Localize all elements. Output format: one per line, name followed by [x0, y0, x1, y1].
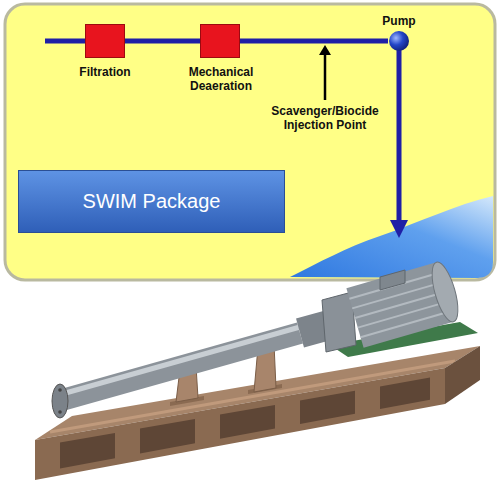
package-box: SWIM Package: [18, 170, 285, 233]
discharge-arrowhead: [390, 220, 408, 238]
water-surface: [290, 196, 493, 278]
pump-tube: [62, 333, 300, 400]
skid-cutout: [60, 433, 115, 468]
skid-cutout: [140, 419, 195, 454]
feed-line: [45, 39, 86, 44]
node-text: SWIM Package: [83, 190, 221, 213]
pipe-connector: [240, 39, 388, 44]
injection-arrow: [324, 53, 327, 100]
skid-end: [445, 346, 480, 404]
motor-fin: [361, 311, 451, 337]
motor-fin: [352, 282, 442, 308]
flange-bolt: [58, 410, 62, 414]
callout-label: Scavenger/Biocide Injection Point: [262, 104, 388, 132]
flange: [52, 384, 68, 418]
pump-skid: [35, 259, 480, 480]
deaerator-box: Mechanical Deaeration: [200, 24, 240, 58]
pipe-connector: [125, 39, 200, 44]
injection-arrowhead: [319, 45, 331, 55]
pump-symbol: [388, 30, 410, 52]
node-text: Pump: [382, 14, 415, 28]
terminal-box: [380, 270, 405, 290]
node-text: Mechanical Deaeration: [171, 65, 271, 93]
skid-cutout: [300, 391, 355, 424]
filter-box: Filtration: [85, 24, 125, 58]
panel-background: [5, 4, 495, 280]
discharge-line: [397, 50, 402, 222]
motor-fin: [355, 292, 445, 318]
motor-body: [355, 292, 445, 318]
motor-end-cap: [427, 259, 463, 324]
node-text: Filtration: [79, 65, 130, 79]
skid-cutout: [220, 405, 275, 439]
tube-highlight: [62, 327, 300, 394]
pump-circle-shape: [389, 31, 409, 51]
skid-cutout: [380, 378, 430, 409]
motor-fin: [358, 302, 448, 328]
flange-bolt: [58, 388, 62, 392]
pump-circle: Pump: [388, 30, 410, 52]
